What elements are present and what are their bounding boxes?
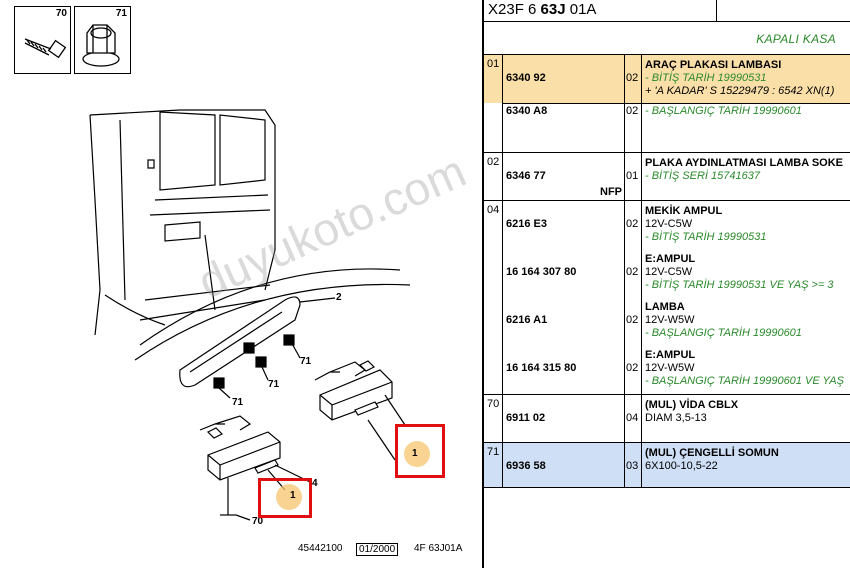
highlight-dot-left xyxy=(276,484,302,510)
thumb-screw[interactable]: 70 xyxy=(14,6,71,74)
nfp-flag: NFP xyxy=(600,186,622,198)
thumb-nut-label: 71 xyxy=(115,8,127,19)
quantity: 03 xyxy=(626,460,639,472)
callout-70: 70 xyxy=(252,516,264,527)
callout-4: 4 xyxy=(312,478,318,489)
quantity: 02 xyxy=(626,362,639,374)
callout-box-left[interactable] xyxy=(258,478,312,518)
footer-code: 4F 63J01A xyxy=(414,543,463,554)
column-divider xyxy=(502,201,503,394)
group-number: 01 xyxy=(487,58,500,70)
column-divider xyxy=(502,395,503,442)
validity-note: - BİTİŞ TARİH 19990531 xyxy=(645,231,767,243)
header-divider xyxy=(716,0,717,21)
column-divider xyxy=(502,443,503,487)
thumb-nut[interactable]: 71 xyxy=(74,6,131,74)
validity-note: - BİTİŞ TARİH 19990531 xyxy=(645,72,767,84)
column-divider xyxy=(641,201,642,394)
part-number[interactable]: 6340 92 xyxy=(506,72,546,84)
spec-text: DIAM 3,5-13 xyxy=(645,412,707,424)
quantity: 02 xyxy=(626,72,639,84)
part-description: E:AMPUL xyxy=(645,253,696,265)
callout-1-right: 1 xyxy=(412,448,418,459)
group-number: 02 xyxy=(487,156,500,168)
footer-ref: 45442100 xyxy=(298,543,343,554)
part-number[interactable]: 16 164 307 80 xyxy=(506,266,577,278)
column-divider xyxy=(624,153,625,200)
spec-text: + 'A KADAR' S 15229479 : 6542 XN(1) xyxy=(645,85,835,97)
quantity: 02 xyxy=(626,105,639,117)
thumb-screw-label: 70 xyxy=(55,8,67,19)
spec-text: 12V-C5W xyxy=(645,266,693,278)
part-number[interactable]: 6340 A8 xyxy=(506,105,548,117)
quantity: 02 xyxy=(626,266,639,278)
parts-group-01[interactable]: 01 6340 92 02 ARAÇ PLAKASI LAMBASI- BİTİŞ T… xyxy=(484,55,850,153)
part-description: (MUL) ÇENGELLİ SOMUN xyxy=(645,447,779,459)
spec-text: 6X100-10,5-22 xyxy=(645,460,718,472)
quantity: 02 xyxy=(626,218,639,230)
part-description: MEKİK AMPUL xyxy=(645,205,723,217)
column-divider xyxy=(624,443,625,487)
validity-note: - BİTİŞ TARİH 19990531 VE YAŞ >= 3 xyxy=(645,279,834,291)
callout-71c: 71 xyxy=(232,397,244,408)
callout-box-right[interactable] xyxy=(395,424,445,478)
van-rear-drawing: 2 71 71 71 4 70 xyxy=(89,109,411,527)
column-divider xyxy=(641,395,642,442)
column-divider xyxy=(641,153,642,200)
column-divider xyxy=(641,443,642,487)
part-description: E:AMPUL xyxy=(645,349,696,361)
callout-2: 2 xyxy=(336,292,342,303)
validity-note: - BAŞLANGIÇ TARİH 19990601 xyxy=(645,105,802,117)
parts-list-panel: X23F 6 63J 01A KAPALI KASA 01 6340 92 02 AR… xyxy=(484,0,850,568)
spec-text: 12V-W5W xyxy=(645,314,695,326)
spec-text: 12V-W5W xyxy=(645,362,695,374)
part-description: ARAÇ PLAKASI LAMBASI xyxy=(645,59,782,71)
part-description: PLAKA AYDINLATMASI LAMBA SOKE xyxy=(645,157,843,169)
validity-note: - BAŞLANGIÇ TARİH 19990601 xyxy=(645,327,802,339)
part-description: LAMBA xyxy=(645,301,685,313)
part-description: (MUL) VİDA CBLX xyxy=(645,399,739,411)
panel-divider xyxy=(482,0,484,568)
validity-note: - BAŞLANGIÇ TARİH 19990601 VE YAŞ xyxy=(645,375,844,387)
header-rule-2 xyxy=(484,54,850,55)
column-divider xyxy=(624,395,625,442)
column-divider xyxy=(502,153,503,200)
header-rule xyxy=(484,21,850,22)
callout-1-left: 1 xyxy=(290,490,296,501)
footer-date: 01/2000 xyxy=(356,543,399,556)
part-number[interactable]: 6216 A1 xyxy=(506,314,548,326)
row-highlight xyxy=(484,55,850,103)
quantity: 01 xyxy=(626,170,639,182)
part-number[interactable]: 6216 E3 xyxy=(506,218,547,230)
body-type-label: KAPALI KASA xyxy=(756,32,836,46)
group-number: 70 xyxy=(487,398,500,410)
exploded-diagram: 70 71 xyxy=(14,6,463,556)
validity-note: - BİTİŞ SERİ 15741637 xyxy=(645,170,760,182)
group-number: 04 xyxy=(487,204,500,216)
quantity: 02 xyxy=(626,314,639,326)
highlight-dot-right xyxy=(404,441,430,467)
screw-icon xyxy=(24,38,67,59)
group-number: 71 xyxy=(487,446,500,458)
part-number[interactable]: 6936 58 xyxy=(506,460,546,472)
quantity: 04 xyxy=(626,412,639,424)
row-highlight xyxy=(484,443,850,487)
part-number[interactable]: 16 164 315 80 xyxy=(506,362,577,374)
nut-icon xyxy=(82,24,120,67)
spec-text: 12V-C5W xyxy=(645,218,693,230)
callout-71a: 71 xyxy=(300,356,312,367)
row-divider xyxy=(502,103,850,104)
page-code: X23F 6 63J 01A xyxy=(488,1,597,18)
part-number[interactable]: 6911 02 xyxy=(506,412,546,424)
callout-71b: 71 xyxy=(268,379,280,390)
column-divider xyxy=(624,201,625,394)
part-number[interactable]: 6346 77 xyxy=(506,170,546,182)
